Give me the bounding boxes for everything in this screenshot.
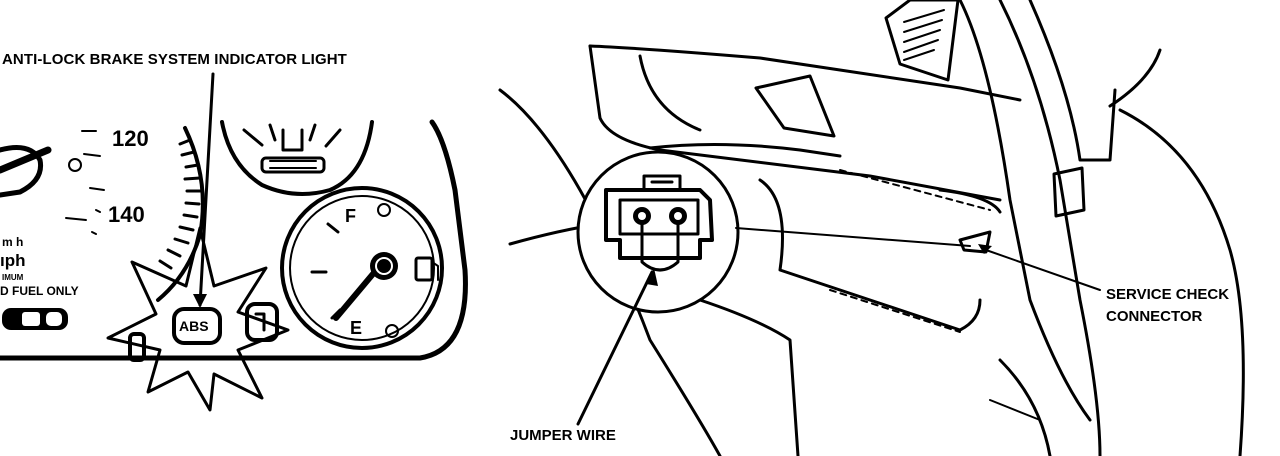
glovebox-latch [756,76,834,136]
air-vent-icon [886,0,958,80]
fuel-gauge: F E [282,188,442,348]
dash-scene: SERVICE CHECK CONNECTOR JUMPER WIRE [500,0,1243,456]
speedometer-needle [0,148,48,195]
speedometer-rim [158,128,203,300]
door-panel [1120,110,1243,456]
console-line-lower [700,300,798,456]
unit-text-1: m h [2,235,23,249]
abs-indicator-light: ABS [174,309,220,343]
fuel-full-label: F [345,206,356,226]
kick-panel-hidden-edge [840,170,990,210]
service-check-label-line2: CONNECTOR [1106,308,1203,325]
door-hinge [1110,50,1160,106]
service-check-leader [986,250,1100,290]
door-frame-inner [960,0,1090,420]
abs-leader-arrow [193,294,207,308]
speed-label-120: 120 [112,126,149,151]
glovebox-crease [640,56,700,130]
tachometer [222,122,372,194]
kick-panel-hidden-edge-2 [830,290,960,332]
unit-text-3: IMUM [2,273,24,282]
jumper-wire-label: JUMPER WIRE [510,427,616,444]
zoom-leader-line [736,228,970,246]
instrument-cluster: 120 140 m h ıph IMUM D FUEL ONLY [0,51,465,410]
service-check-label-line1: SERVICE CHECK [1106,286,1229,303]
abs-indicator-title: ANTI-LOCK BRAKE SYSTEM INDICATOR LIGHT [2,51,347,68]
speedometer-small-dots [66,131,104,234]
kick-panel-outline [760,180,980,330]
unit-text-4: D FUEL ONLY [0,284,79,298]
abs-lamp-label: ABS [179,318,209,334]
door-frame-top [1030,0,1115,160]
unit-text-2: ıph [0,251,26,270]
trip-buttons [2,308,68,330]
fuel-empty-label: E [350,318,362,338]
speed-label-140: 140 [108,202,145,227]
connector-zoom-circle [578,152,738,312]
